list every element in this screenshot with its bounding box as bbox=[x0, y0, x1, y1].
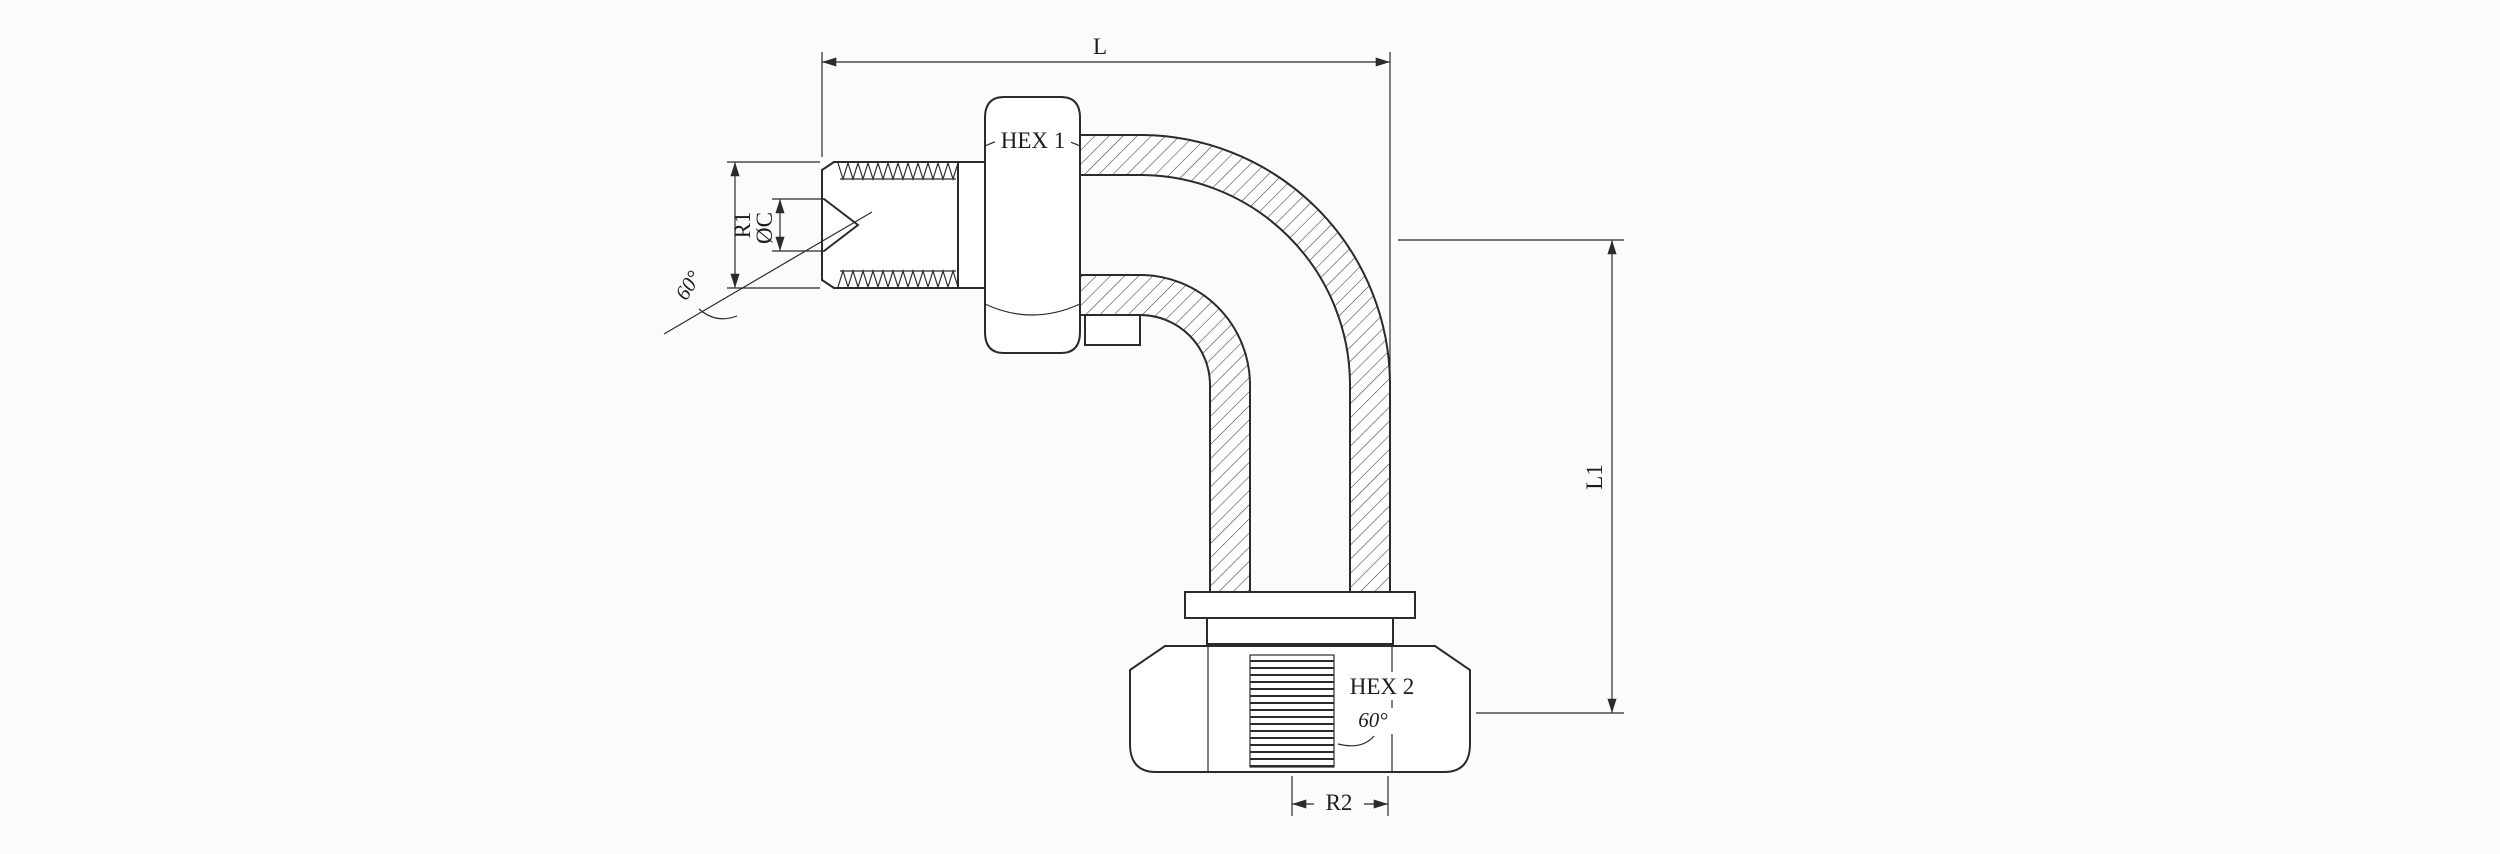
stud-body bbox=[822, 162, 985, 288]
thread-runout bbox=[957, 161, 986, 289]
elbow-inner-wall-section bbox=[1079, 274, 1251, 606]
diameter-label-c: ØC bbox=[752, 212, 777, 244]
collar-flange bbox=[1184, 591, 1416, 619]
collar-step bbox=[1206, 617, 1394, 645]
dimension-r2: R2 bbox=[1291, 776, 1389, 816]
angle-label-60-left: 60° bbox=[670, 266, 706, 304]
dimension-r1: R1 bbox=[727, 161, 820, 289]
hex2-label: HEX 2 bbox=[1350, 674, 1415, 699]
stud-chamfers bbox=[821, 161, 835, 289]
seat-angle-arc bbox=[1337, 735, 1375, 747]
thread-profile-top bbox=[837, 160, 959, 182]
hex1-label-background bbox=[995, 127, 1071, 155]
dimension-l1: L1 bbox=[1398, 239, 1624, 714]
swivel-collar bbox=[1184, 591, 1416, 645]
hex1-nut: HEX 1 bbox=[984, 96, 1081, 354]
dimension-label-r1: R1 bbox=[730, 212, 755, 239]
dimension-label-l1: L1 bbox=[1582, 464, 1607, 490]
thread-root-lines bbox=[840, 178, 956, 272]
dimension-label-r2: R2 bbox=[1326, 790, 1353, 815]
cone-bore-60deg bbox=[823, 198, 860, 252]
dimension-l: L bbox=[821, 34, 1391, 380]
r2-label-background bbox=[1314, 788, 1364, 816]
hex2-swivel-nut: HEX 2 60° bbox=[1129, 645, 1471, 773]
seat-angle-label: 60° bbox=[1358, 708, 1388, 732]
thread-profile-bottom bbox=[837, 268, 959, 290]
hex2-label-background bbox=[1338, 672, 1426, 700]
thread-crest-lines bbox=[833, 161, 959, 289]
dimension-label-l: L bbox=[1093, 34, 1107, 59]
dimension-c: ØC bbox=[752, 198, 824, 252]
hex1-label: HEX 1 bbox=[1001, 128, 1066, 153]
cone-angle-construction-line bbox=[663, 211, 873, 335]
female-thread-section bbox=[1249, 654, 1335, 768]
seat-angle-label-background bbox=[1350, 708, 1396, 734]
body-step bbox=[1084, 314, 1141, 346]
elbow-body bbox=[1079, 134, 1391, 606]
male-thread-stud bbox=[821, 160, 986, 290]
cone-angle-arc bbox=[698, 308, 738, 320]
hex1-outline bbox=[984, 96, 1081, 354]
